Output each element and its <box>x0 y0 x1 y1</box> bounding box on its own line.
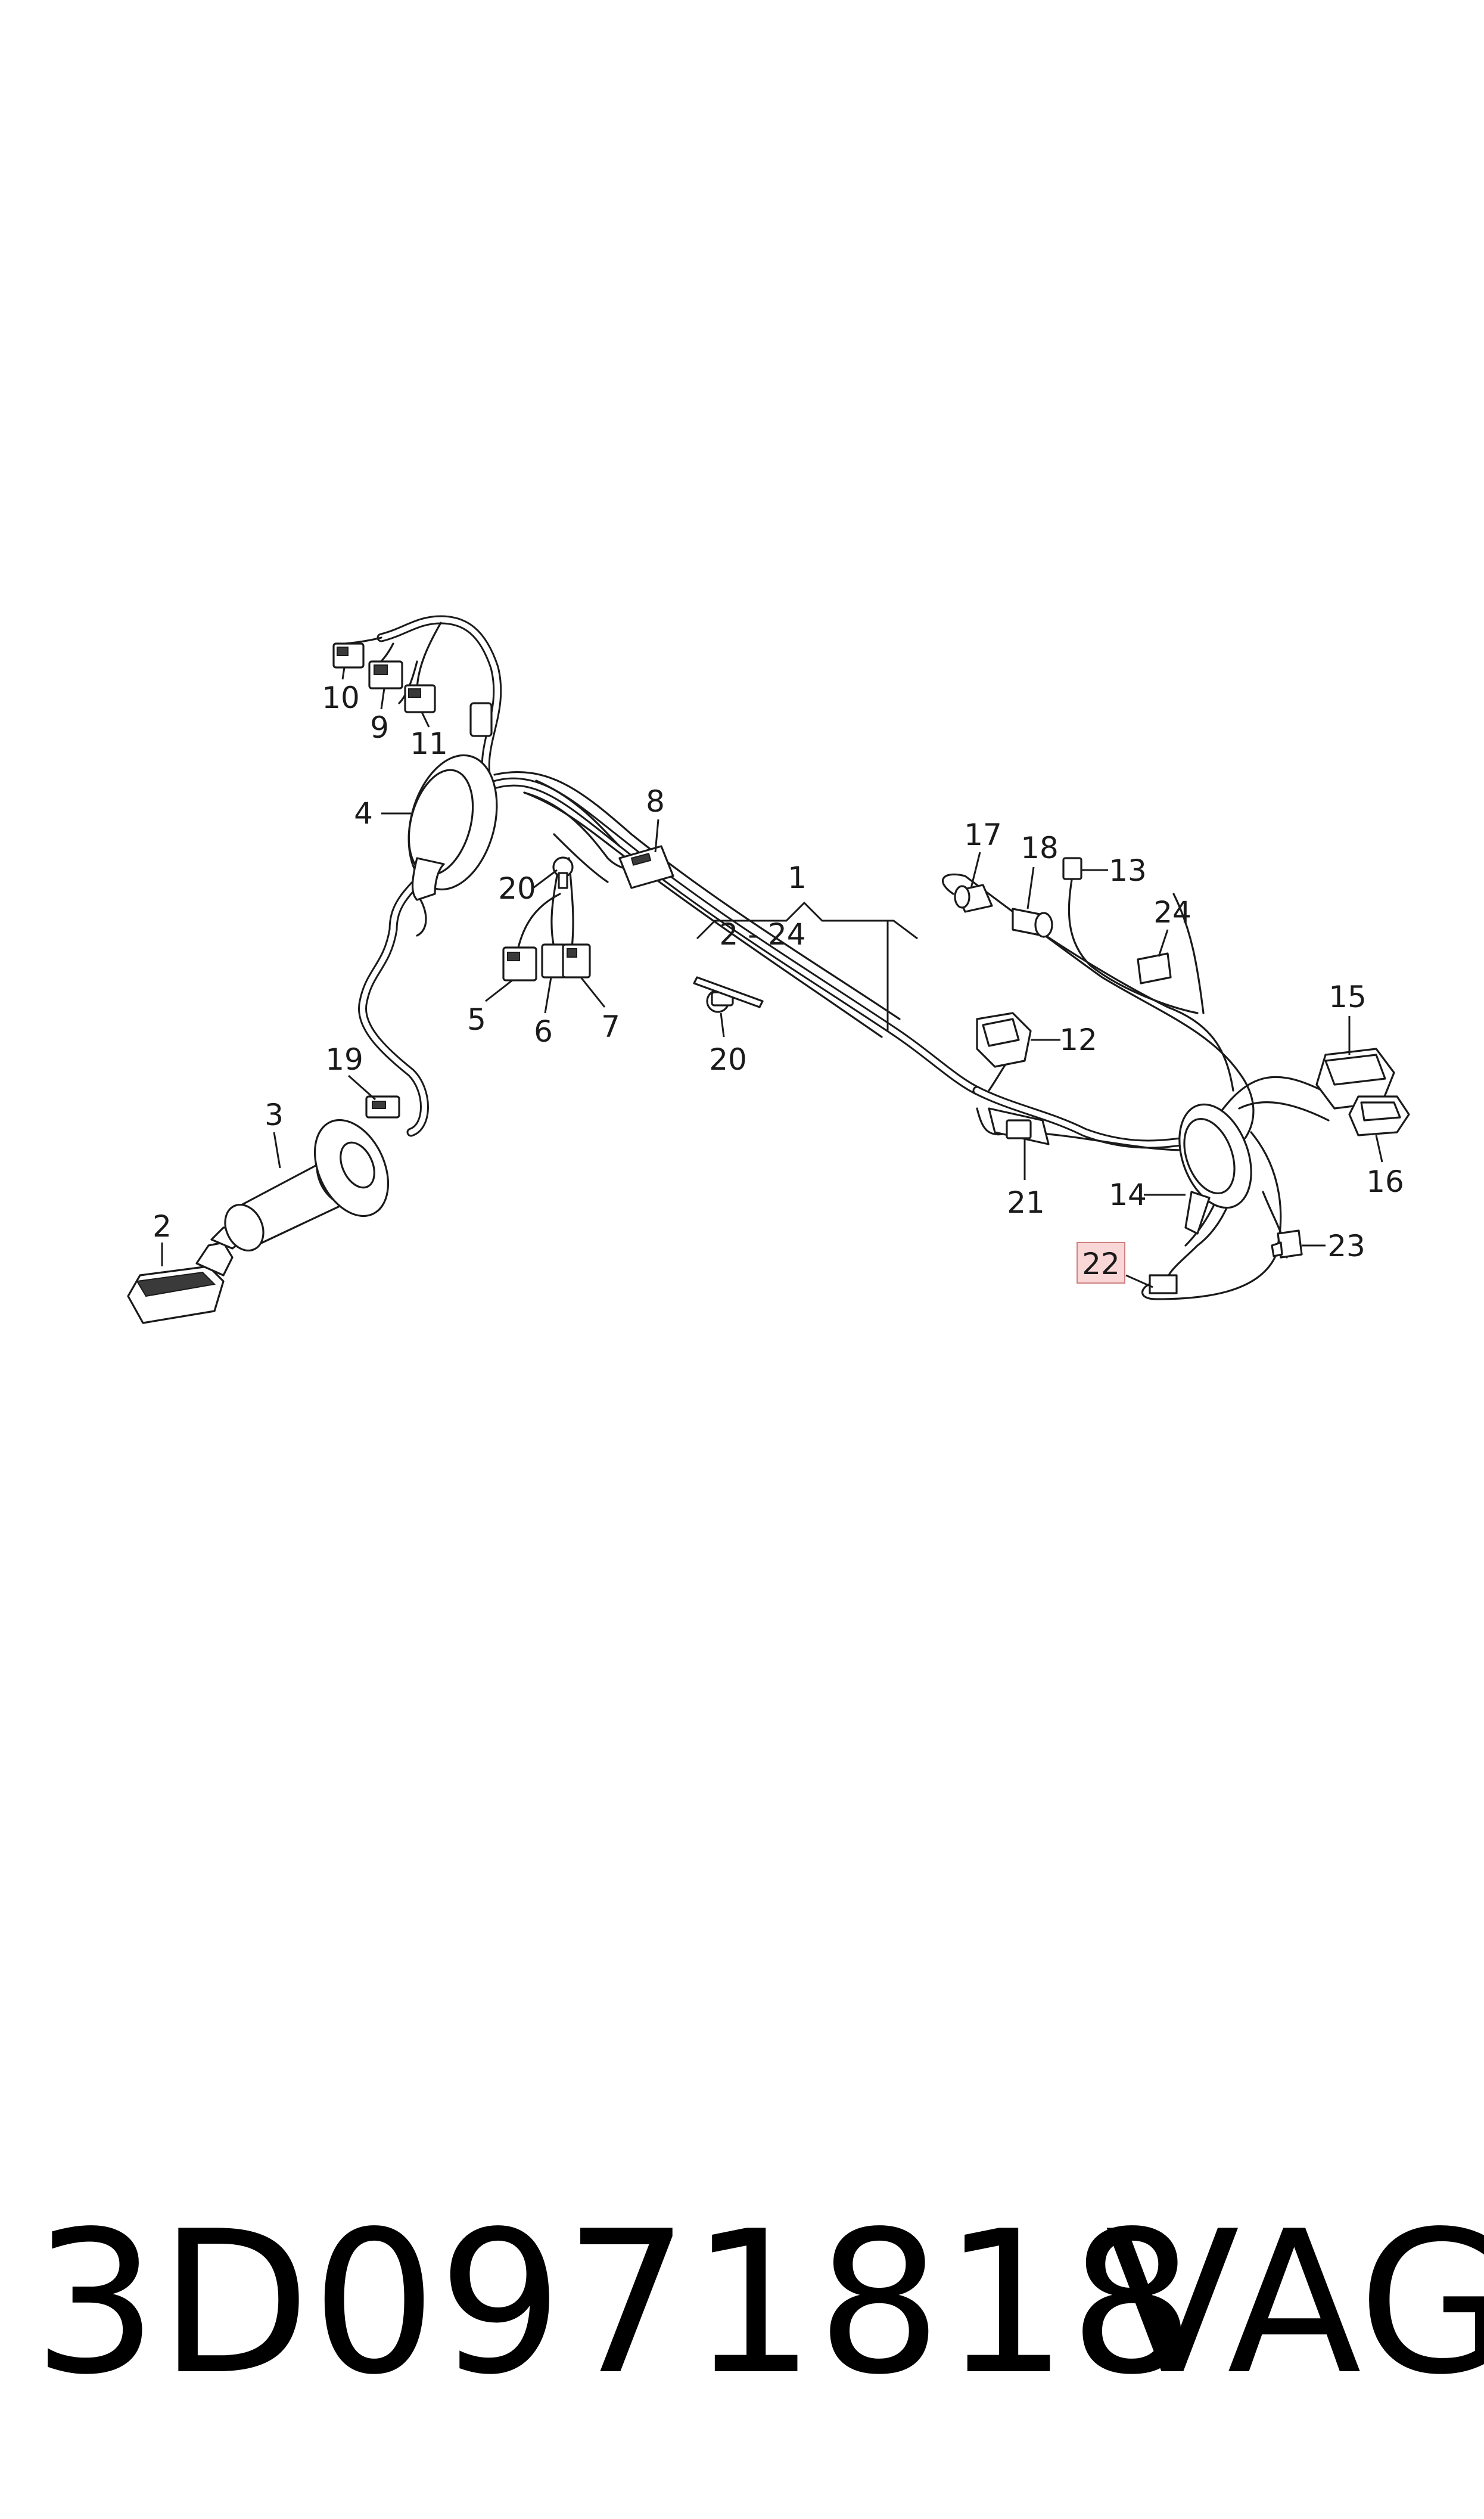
callout-13: 13 <box>1109 853 1147 888</box>
harness-trunk <box>484 771 1336 1300</box>
part-7-connector <box>562 943 591 979</box>
callout-12: 12 <box>1059 1023 1097 1057</box>
callout-22: 22 <box>1082 1247 1120 1281</box>
part-13-connector <box>1062 857 1082 880</box>
callout-17: 17 <box>964 818 1002 852</box>
part-17-sensor <box>954 884 993 913</box>
callout-3: 3 <box>265 1098 284 1132</box>
callout-19: 19 <box>325 1042 363 1077</box>
part-2-connector <box>127 1226 245 1324</box>
callout-4: 4 <box>354 796 373 831</box>
part-9-connector <box>368 660 403 689</box>
callout-9: 9 <box>370 710 389 745</box>
part-8-connector <box>618 845 674 889</box>
part-20-clip-lower <box>693 976 764 1013</box>
part-4-grommet <box>407 754 498 901</box>
part-5-connector <box>502 946 537 981</box>
callout-8: 8 <box>646 784 665 819</box>
part-21-connector <box>988 1107 1050 1145</box>
callout-23: 23 <box>1327 1229 1365 1263</box>
callout-5: 5 <box>467 1002 486 1037</box>
callout-7: 7 <box>601 1010 620 1044</box>
callout-22-highlight <box>1077 1242 1125 1284</box>
part-19-clip <box>365 1095 400 1119</box>
part-24-connector <box>1137 952 1172 984</box>
callout-15: 15 <box>1329 980 1367 1014</box>
part-12-connector <box>976 1012 1032 1068</box>
part-18-sensor <box>1012 908 1053 938</box>
callout-1-range: 2 - 24 <box>719 917 805 952</box>
callout-10: 10 <box>322 681 360 715</box>
callout-16: 16 <box>1366 1164 1404 1199</box>
part-16-connector <box>1348 1095 1410 1136</box>
callout-24: 24 <box>1153 895 1191 930</box>
callout-21: 21 <box>1007 1185 1045 1220</box>
left-lower-branch <box>358 865 434 1137</box>
part-3-tube-grommet <box>224 1119 390 1252</box>
part-20-clip-upper <box>552 856 574 889</box>
callout-14: 14 <box>1109 1178 1147 1212</box>
callout-20-upper: 20 <box>498 871 536 906</box>
wiring-harness-diagram: 1 2 - 24 2 3 4 5 6 7 8 9 10 11 12 13 14 … <box>127 615 1410 1324</box>
left-upper-branch <box>344 615 502 791</box>
callout-1: 1 <box>788 861 807 895</box>
part-22-connector <box>1149 1274 1178 1294</box>
part-14-grommet <box>1178 1103 1252 1235</box>
part-11-connector <box>404 684 436 713</box>
part-23-clip <box>1271 1229 1303 1259</box>
callout-11: 11 <box>410 726 448 761</box>
leader-lines <box>161 667 1383 1288</box>
callout-6: 6 <box>534 1014 553 1049</box>
callout-20-lower: 20 <box>709 1042 747 1077</box>
brand-label: VAG <box>1105 2189 1484 2418</box>
part-15-connector <box>1315 1048 1395 1110</box>
part-number: 3D0971818 <box>33 2189 1196 2418</box>
callout-18: 18 <box>1021 831 1059 865</box>
callout-2: 2 <box>153 1209 172 1244</box>
part-10-connector <box>332 642 365 669</box>
